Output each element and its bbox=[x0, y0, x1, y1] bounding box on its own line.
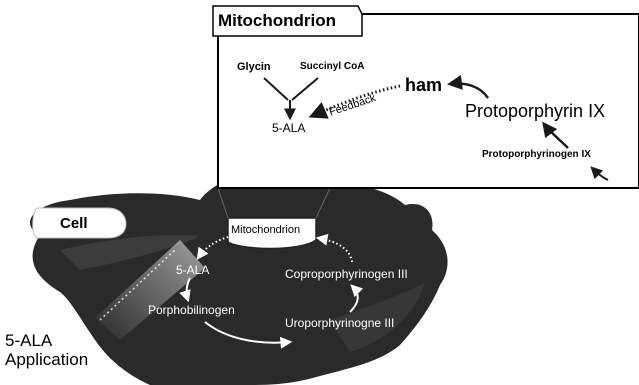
application-line1: 5-ALA bbox=[5, 332, 52, 349]
protoporphyrin-ix-label: Protoporphyrin IX bbox=[465, 102, 605, 120]
ham-label: ham bbox=[405, 76, 442, 94]
mito-ala-label: 5-ALA bbox=[272, 122, 305, 134]
cell-mito-label: Mitochondrion bbox=[231, 225, 300, 236]
cell-ala-label: 5-ALA bbox=[176, 264, 209, 276]
porphobilinogen-label: Porphobilinogen bbox=[148, 304, 235, 316]
succinyl-coa-label: Succinyl CoA bbox=[300, 62, 364, 72]
mito-box-title: Mitochondrion bbox=[218, 12, 336, 29]
application-line2: Application bbox=[5, 351, 88, 368]
coproporphyrinogen-label: Coproporphyrinogen III bbox=[285, 268, 408, 280]
uroporphyrinogen-label: Uroporphyrinogne III bbox=[285, 317, 394, 329]
glycin-label: Glycin bbox=[237, 62, 271, 73]
cell-tag-label: Cell bbox=[60, 216, 88, 231]
protoporphyrinogen-ix-label: Protoporphyrinogen IX bbox=[482, 150, 591, 160]
